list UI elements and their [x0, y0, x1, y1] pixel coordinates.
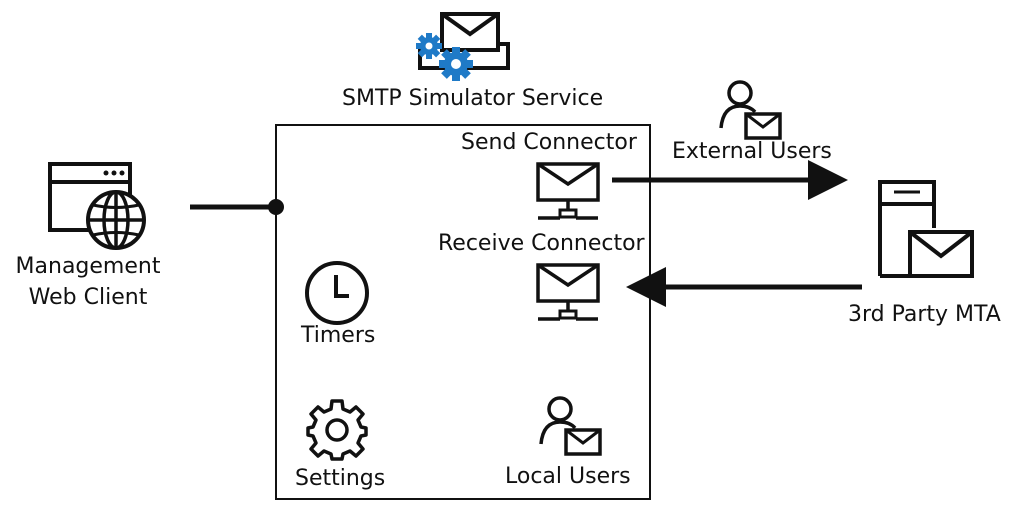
settings-label: Settings: [295, 466, 386, 491]
network-mail-icon: [536, 162, 600, 220]
send-connector-label: Send Connector: [461, 130, 637, 155]
external-users-label: External Users: [672, 139, 832, 164]
receive-connector-label: Receive Connector: [438, 231, 645, 256]
local-users-label: Local Users: [505, 464, 631, 489]
user-mail-icon: [539, 396, 602, 456]
service-title: SMTP Simulator Service: [342, 86, 604, 111]
user-mail-icon: [719, 80, 782, 140]
mta-label: 3rd Party MTA: [848, 302, 1001, 327]
client-label-line2: Web Client: [28, 285, 148, 310]
gear-icon: [306, 399, 368, 461]
server-mail-icon: [878, 180, 974, 278]
service-box: [275, 124, 651, 500]
timers-label: Timers: [301, 323, 376, 348]
clock-icon: [305, 261, 369, 325]
mail-server-gears-icon: [416, 12, 510, 81]
client-label-line1: Management: [15, 254, 161, 279]
network-mail-icon: [536, 263, 600, 321]
web-browser-globe-icon: [48, 162, 146, 250]
